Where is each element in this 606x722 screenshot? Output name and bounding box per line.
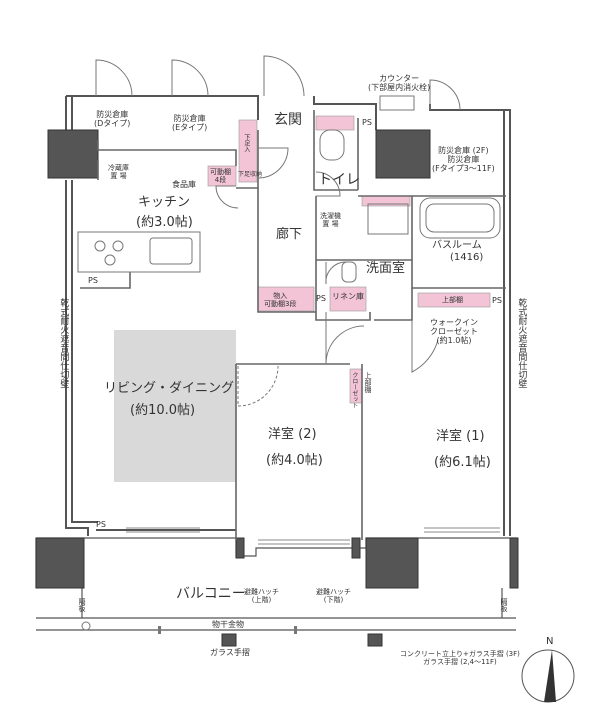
bathroom-name: バスルーム [432, 240, 482, 251]
pantry-label: 食品庫 [172, 180, 196, 189]
ps-label-3: PS [362, 118, 372, 127]
upper-shelf-label: 上部棚 [442, 296, 463, 304]
ps-label-4: PS [316, 294, 326, 303]
disaster-storage-d: 防災倉庫(Dタイプ) [94, 110, 131, 129]
hallway-label: 廊下 [276, 227, 303, 242]
railing-hardware-label: 物干金物 [212, 620, 244, 629]
concrete-railing-note: コンクリート立上り+ガラス手摺 (3F)ガラス手摺 (2,4～11F) [400, 650, 520, 667]
north-label: N [546, 636, 554, 647]
stove-burner [94, 240, 106, 252]
disaster-storage-e: 防災倉庫(Eタイプ) [172, 114, 208, 133]
door-swings [95, 55, 461, 407]
escape-hatch-2: 避難ハッチ(下階) [316, 588, 351, 605]
balcony-slab [35, 537, 517, 631]
toilet-bowl [319, 129, 345, 161]
storage-areas [207, 115, 491, 404]
closet-small-label: クローゼット [350, 372, 358, 408]
storage-shelf-label: 物入可動棚3段 [264, 292, 297, 309]
living-size: (約10.0帖) [130, 403, 196, 418]
walk-in-closet: ウォークインクローゼット(約1.0帖) [430, 318, 478, 346]
counter-note: カウンター(下部屋内消火栓) [368, 74, 431, 93]
fridge-space: 冷蔵庫置 場 [108, 164, 129, 181]
ps-label-5: PS [492, 296, 502, 305]
glass-railing-label: ガラス手摺 [210, 648, 250, 657]
toilet-label: トイレ [318, 172, 360, 188]
windows [126, 527, 500, 545]
living-floor-area [114, 330, 236, 482]
disaster-storage-f: 防災倉庫 (2F)防災倉庫(Fタイプ3～11F) [432, 146, 495, 174]
sink [149, 237, 193, 265]
room1-size: (約6.1帖) [434, 455, 491, 470]
shoe-box-label: 下足入 [242, 134, 250, 152]
fire-wall-left: 乾式耐火遮音間仕切壁 [58, 298, 69, 388]
washer-space: 洗濯機置 場 [320, 212, 341, 229]
fire-wall-right: 乾式耐火遮音間仕切壁 [516, 298, 527, 388]
ps-label-2: PS [96, 520, 106, 529]
living-name: リビング・ダイニング [104, 381, 235, 396]
kitchen-size: (約3.0帖) [136, 215, 193, 230]
washbasin [367, 203, 409, 235]
kitchen-name: キッチン [138, 195, 191, 210]
bathtub [419, 197, 501, 239]
escape-hatch-1: 避難ハッチ(上階) [244, 588, 279, 605]
railing-marks [81, 621, 297, 634]
columns [35, 129, 519, 647]
entrance-label: 玄関 [274, 112, 302, 128]
balcony-label: バルコニー [176, 586, 246, 602]
room1-name: 洋室 (1) [436, 429, 485, 444]
bathroom-size: (1416) [450, 252, 484, 263]
ps-label-1: PS [88, 276, 98, 285]
room2-name: 洋室 (2) [268, 427, 317, 442]
partition-right: 隔板 [500, 598, 509, 612]
interior-walls [80, 110, 506, 540]
upper-shelf-2-label: 上部棚 [364, 372, 373, 393]
linen-label: リネン庫 [332, 292, 364, 301]
fixtures [77, 95, 501, 283]
kitchen-counter [77, 231, 201, 273]
washroom-label: 洗面室 [366, 261, 406, 276]
partition-left: 隔板 [78, 598, 87, 612]
north-arrow [521, 649, 575, 703]
shoe-box-2-label: 下足収納 [238, 171, 263, 178]
room2-size: (約4.0帖) [266, 453, 323, 468]
